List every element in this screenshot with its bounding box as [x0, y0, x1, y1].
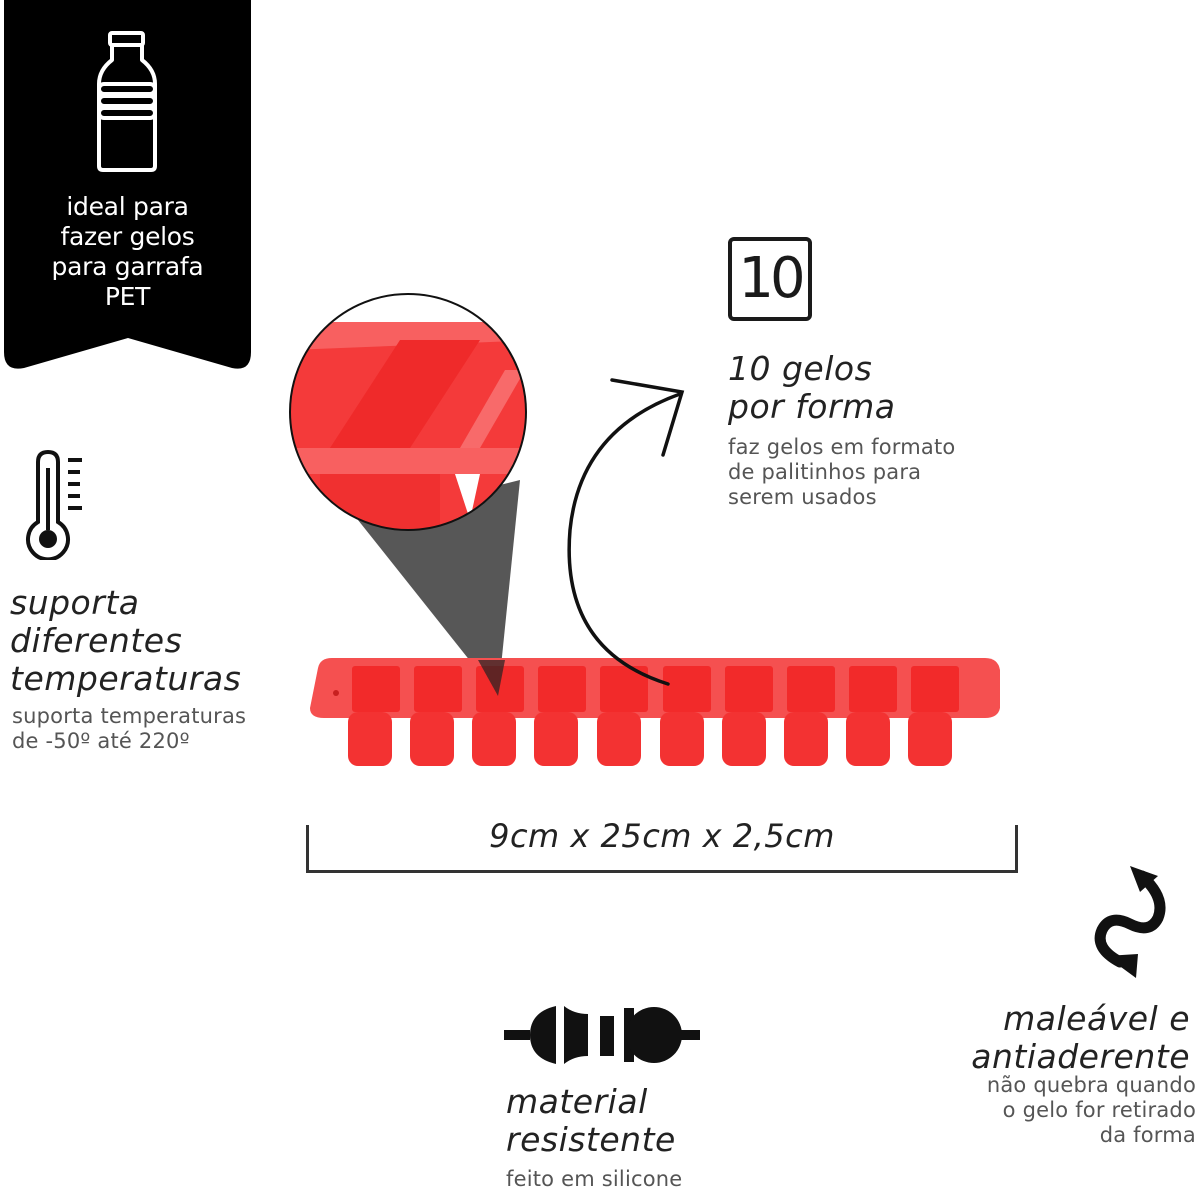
thermometer-icon — [26, 449, 82, 560]
count-description: faz gelos em formato de palitinhos para … — [728, 435, 956, 509]
banner-line: PET — [104, 282, 151, 311]
temperature-heading: suporta diferentes temperaturas — [10, 583, 242, 698]
curved-arrow-icon — [567, 378, 685, 686]
dimensions-bracket: 9cm x 25cm x 2,5cm — [306, 817, 1018, 875]
banner-line: para garrafa — [51, 252, 204, 281]
pet-bottle-banner: ideal para fazer gelos para garrafa PET — [4, 0, 251, 376]
banner-line: ideal para — [66, 192, 189, 221]
banner-text: ideal para fazer gelos para garrafa PET — [4, 192, 251, 312]
flexible-heading: maleável e antiaderente — [971, 999, 1190, 1076]
material-description: feito em silicone — [506, 1167, 683, 1191]
flexible-description: não quebra quando o gelo for retirado da… — [986, 1073, 1196, 1147]
dimension-line — [306, 825, 1018, 873]
temperature-description: suporta temperaturas de -50º até 220º — [12, 704, 247, 753]
material-heading: material resistente — [506, 1082, 676, 1159]
material-resistance-icon — [504, 1006, 700, 1064]
banner-shape — [4, 0, 251, 369]
magnifier-detail — [290, 294, 526, 530]
ice-tray-illustration — [289, 293, 1000, 766]
count-heading: 10 gelos por forma — [728, 349, 896, 426]
dimensions-label: 9cm x 25cm x 2,5cm — [489, 817, 835, 855]
flexible-arrow-icon — [1094, 866, 1166, 978]
banner-line: fazer gelos — [60, 222, 195, 251]
ice-tray — [310, 658, 1000, 766]
pet-bottle-icon — [97, 31, 157, 172]
magnifier-cone — [358, 480, 520, 696]
number-10-box-icon: 10 — [728, 237, 812, 321]
